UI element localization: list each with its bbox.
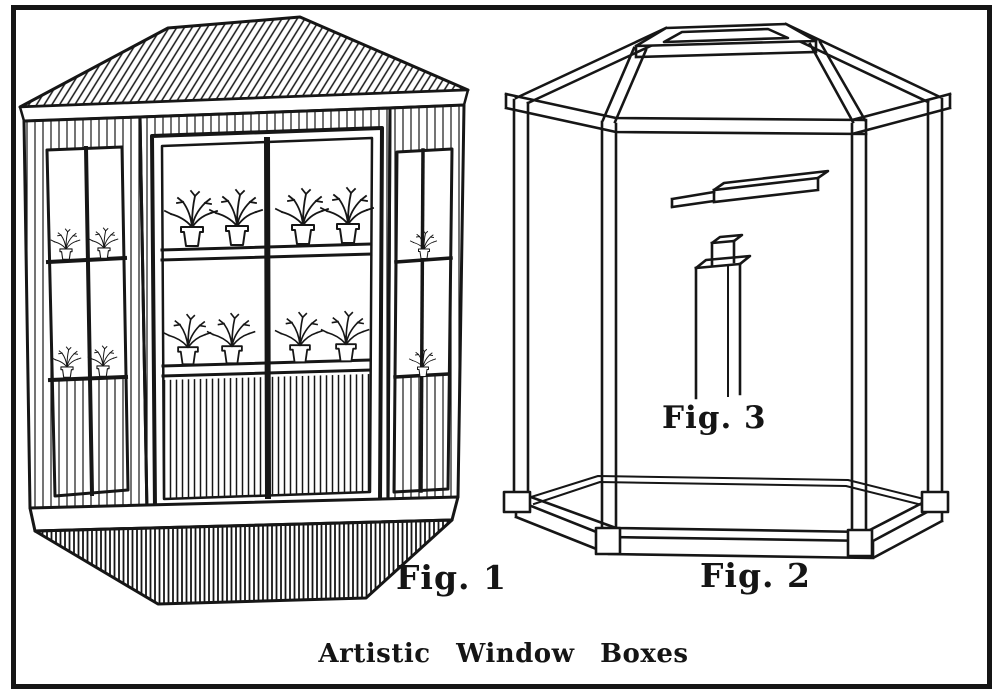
foot-blocks bbox=[502, 490, 950, 558]
fig3-joint-detail bbox=[670, 169, 830, 400]
right-window bbox=[392, 147, 454, 494]
corner-posts bbox=[512, 97, 944, 544]
hip-rafters bbox=[514, 22, 942, 124]
border-frame bbox=[11, 5, 992, 689]
fig1-label: Fig. 1 bbox=[396, 558, 507, 597]
fig2-illustration bbox=[502, 22, 952, 560]
top-ring bbox=[634, 22, 818, 59]
back-bottom-rails bbox=[526, 475, 930, 507]
post-with-tenon bbox=[694, 233, 752, 400]
left-window bbox=[45, 145, 130, 498]
base-hull bbox=[33, 518, 454, 606]
fig1-illustration bbox=[18, 15, 470, 606]
top-rails bbox=[504, 92, 952, 136]
rail-with-tenon bbox=[670, 169, 830, 209]
caption: Artistic Window Boxes bbox=[318, 639, 689, 669]
window-mullion bbox=[263, 136, 272, 500]
fig2-label: Fig. 2 bbox=[700, 556, 811, 595]
fig3-label: Fig. 3 bbox=[662, 400, 767, 436]
